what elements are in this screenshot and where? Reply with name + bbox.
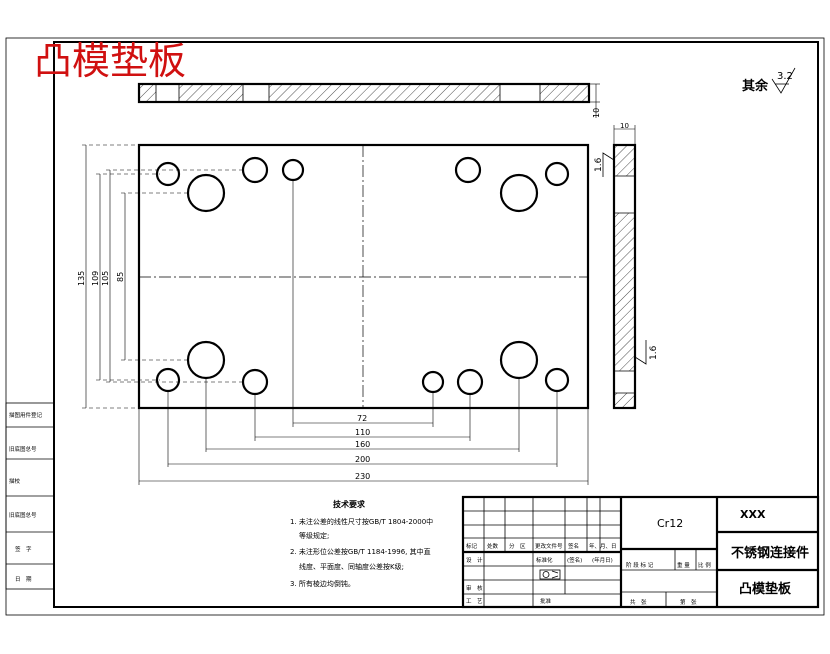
tb-date-label: (年月日)	[592, 556, 613, 564]
tech-item-2b: 线度、平面度、同轴度公差按K级;	[299, 562, 404, 571]
dim-h-160: 160	[355, 440, 370, 449]
tech-heading: 技术要求	[333, 499, 366, 509]
tb-part-name: 凸模垫板	[739, 581, 792, 597]
tb-weight: 重 量	[677, 561, 690, 569]
surface-note-value: 3.2	[777, 71, 793, 82]
dim-v-109: 109	[91, 271, 100, 286]
tb-header-0: 标记	[466, 542, 478, 550]
left-strip-4: 签 字	[15, 545, 32, 553]
dim-v-85: 85	[116, 272, 125, 282]
tb-header-4: 签名	[568, 542, 579, 550]
dim-v-135: 135	[77, 271, 86, 286]
tb-header-2: 分 区	[509, 542, 526, 550]
left-strip-0: 描图用件登记	[9, 411, 43, 419]
outer-border	[5, 37, 825, 616]
tb-header-1: 处数	[487, 542, 499, 550]
side-section-view: 10 1.6 1.6	[594, 122, 659, 410]
left-strip-1: 旧底图总号	[9, 445, 37, 453]
tech-item-2: 2. 未注形位公差按GB/T 1184-1996, 其中直	[290, 547, 431, 556]
left-strip-3: 旧底图总号	[9, 511, 37, 519]
tb-header-3: 更改文件号	[535, 542, 563, 550]
dim-h-230: 230	[355, 472, 370, 481]
tb-row-process: 工 艺	[466, 598, 483, 605]
tech-item-1: 1. 未注公差的线性尺寸按GB/T 1804-2000中	[290, 517, 433, 526]
surface-note-label: 其余	[742, 78, 769, 94]
left-strip-5: 日 期	[15, 576, 32, 583]
tech-item-3: 3. 所有棱边均倒钝。	[290, 579, 355, 588]
tb-row-review: 审 核	[466, 584, 483, 592]
title-block: 标记 处数 分 区 更改文件号 签名 年、月、日 设 计 审 核 工 艺 标准化…	[461, 495, 820, 609]
inner-frame	[53, 41, 819, 608]
dim-v-105: 105	[101, 271, 110, 286]
tb-header-5: 年、月、日	[589, 542, 617, 550]
tb-assembly: 不锈钢连接件	[731, 545, 809, 561]
dim-h-200: 200	[355, 455, 370, 464]
plan-view	[137, 143, 590, 410]
technical-requirements: 技术要求 1. 未注公差的线性尺寸按GB/T 1804-2000中 等级规定; …	[290, 499, 433, 588]
plate-thickness-dim: 10	[592, 108, 601, 118]
tb-sheet-no: 第 张	[680, 598, 697, 606]
left-strip: 描图用件登记 旧底图总号 描校 旧底图总号 签 字 日 期	[5, 402, 55, 590]
tb-scale: 比 例	[698, 561, 711, 569]
tb-row-design: 设 计	[466, 556, 483, 564]
tb-stage-mark: 阶 段 标 记	[626, 561, 654, 569]
horizontal-dimensions: 72 110 160 200 230	[138, 180, 589, 485]
vertical-dimensions: 135 109 105 85	[77, 144, 246, 409]
side-thickness-dim: 10	[620, 122, 629, 130]
roughness-left: 1.6	[594, 157, 604, 172]
projection-symbol	[539, 569, 561, 580]
tb-material: Cr12	[657, 517, 683, 530]
dim-h-72: 72	[357, 414, 367, 423]
left-strip-2: 描校	[9, 477, 21, 485]
surface-roughness-note: 其余 3.2	[742, 67, 796, 94]
tb-std-label: 标准化	[536, 556, 553, 564]
tb-company: XXX	[740, 508, 766, 521]
tb-sheet-total: 共 张	[630, 598, 647, 606]
top-section-view: 10	[137, 82, 601, 118]
tb-approve-label: 批准	[540, 597, 552, 605]
tb-sign-label: (签名)	[567, 556, 582, 564]
roughness-right: 1.6	[649, 345, 659, 360]
dim-h-110: 110	[355, 428, 370, 437]
tech-item-1b: 等级规定;	[299, 531, 329, 540]
stamp-title: 凸模垫板	[34, 39, 186, 83]
